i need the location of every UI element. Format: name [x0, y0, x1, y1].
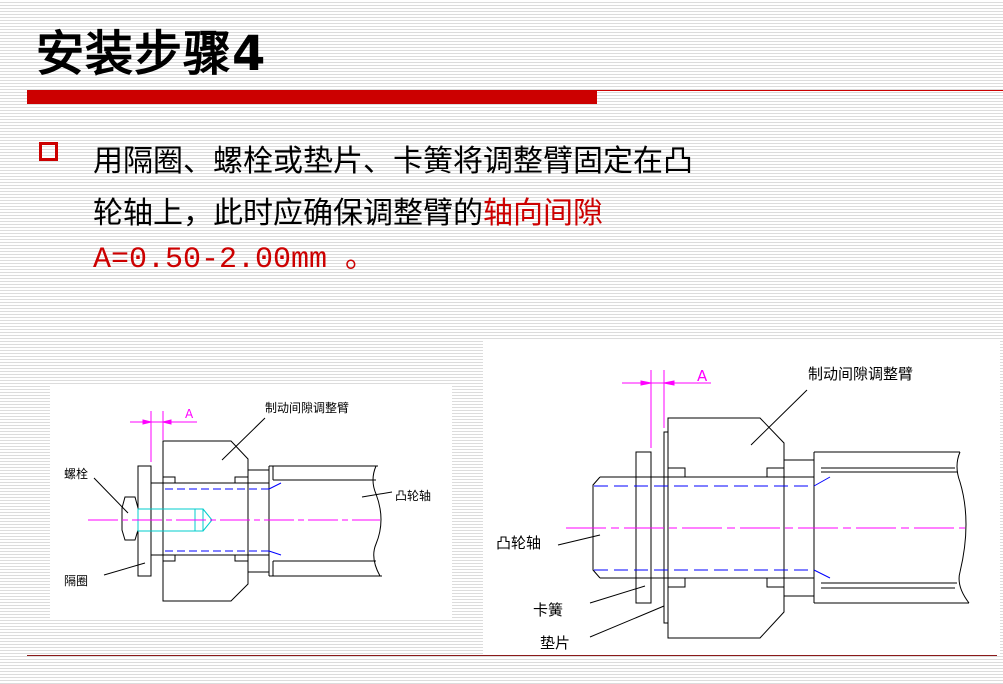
left-dim-label: A	[185, 407, 194, 421]
left-shaft-end	[150, 482, 270, 556]
footer-line	[27, 655, 997, 656]
left-spacer-label: 隔圈	[64, 574, 88, 588]
bullet-text-black: 轮轴上，此时应确保调整臂的	[93, 196, 483, 231]
left-camshaft-label: 凸轮轴	[395, 488, 431, 503]
left-adjuster-arm	[162, 440, 249, 602]
left-dimension-a	[130, 411, 197, 462]
bullet-text-line-2: 轮轴上，此时应确保调整臂的轴向间隙	[93, 188, 603, 232]
right-washer	[663, 431, 669, 624]
right-circlip-label: 卡簧	[533, 601, 563, 619]
title-underline-bar	[27, 90, 597, 104]
right-washer-label: 垫片	[540, 634, 570, 652]
title-underline-line	[597, 90, 1003, 91]
right-drawing: A 制动间隙调整臂 凸轮轴 卡簧 垫片	[496, 365, 970, 652]
slide-title: 安装步骤4	[36, 26, 267, 82]
left-hidden-lines	[165, 488, 269, 552]
left-bolt-head	[121, 496, 139, 541]
right-camshaft-label: 凸轮轴	[496, 534, 541, 552]
left-spacer	[137, 465, 152, 577]
left-bolt-label: 螺栓	[64, 466, 88, 481]
right-adjuster-arm	[667, 417, 785, 639]
right-arm-label: 制动间隙调整臂	[808, 365, 913, 383]
left-figure-panel	[50, 385, 452, 620]
clearance-value-text: A=0.50-2.00mm 。	[93, 243, 376, 277]
right-dim-label: A	[697, 367, 708, 385]
left-arm-label: 制动间隙调整臂	[265, 400, 349, 415]
left-drawing: A 制动间隙调整臂 螺栓 凸轮轴 隔圈	[64, 400, 431, 602]
right-hidden-lines	[594, 485, 814, 571]
axial-clearance-text: 轴向间隙	[483, 196, 603, 231]
right-dimension-a	[622, 370, 711, 448]
bullet-text-line-1: 用隔圈、螺栓或垫片、卡簧将调整臂固定在凸	[93, 144, 693, 179]
bullet-square-icon	[39, 142, 58, 161]
